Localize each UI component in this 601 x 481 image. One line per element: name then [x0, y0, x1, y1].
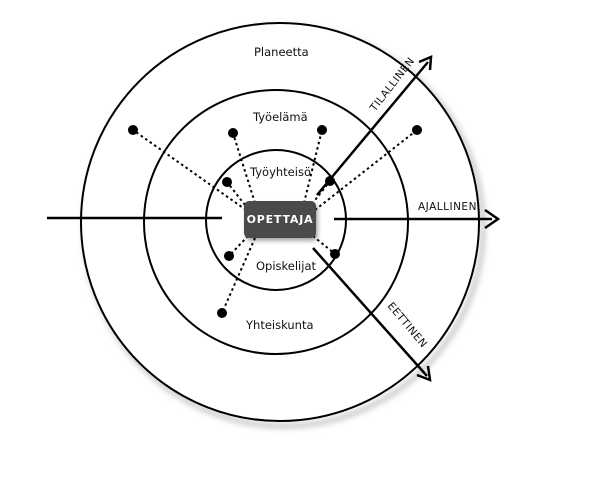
dot — [128, 125, 138, 135]
center-box: OPETTAJA — [244, 201, 316, 238]
temporal-axis-label: AJALLINEN — [418, 201, 477, 213]
ring-label-inner: Työyhteisö — [250, 165, 311, 179]
spatial-axis-line — [316, 61, 429, 196]
dot — [217, 308, 227, 318]
dot — [330, 249, 340, 259]
ring-label-outer: Planeetta — [254, 45, 309, 59]
ring-label-middle: Työelämä — [253, 110, 308, 124]
center-label: OPETTAJA — [246, 213, 314, 226]
dot — [228, 128, 238, 138]
temporal-arrowhead — [484, 208, 501, 230]
ring-label-inner-lower: Opiskelijat — [256, 259, 317, 273]
dot — [224, 251, 234, 261]
dot — [317, 125, 327, 135]
ethical-arrowhead — [416, 365, 432, 382]
dot — [412, 125, 422, 135]
connector-line — [232, 132, 256, 204]
ring-label-middle-lower: Yhteiskunta — [246, 318, 314, 332]
dot — [222, 177, 232, 187]
spatial-arrowhead — [418, 55, 433, 71]
connector-line — [132, 129, 247, 211]
connector-line — [221, 237, 256, 314]
connector-line — [303, 129, 323, 204]
ethical-axis-line — [312, 247, 428, 377]
